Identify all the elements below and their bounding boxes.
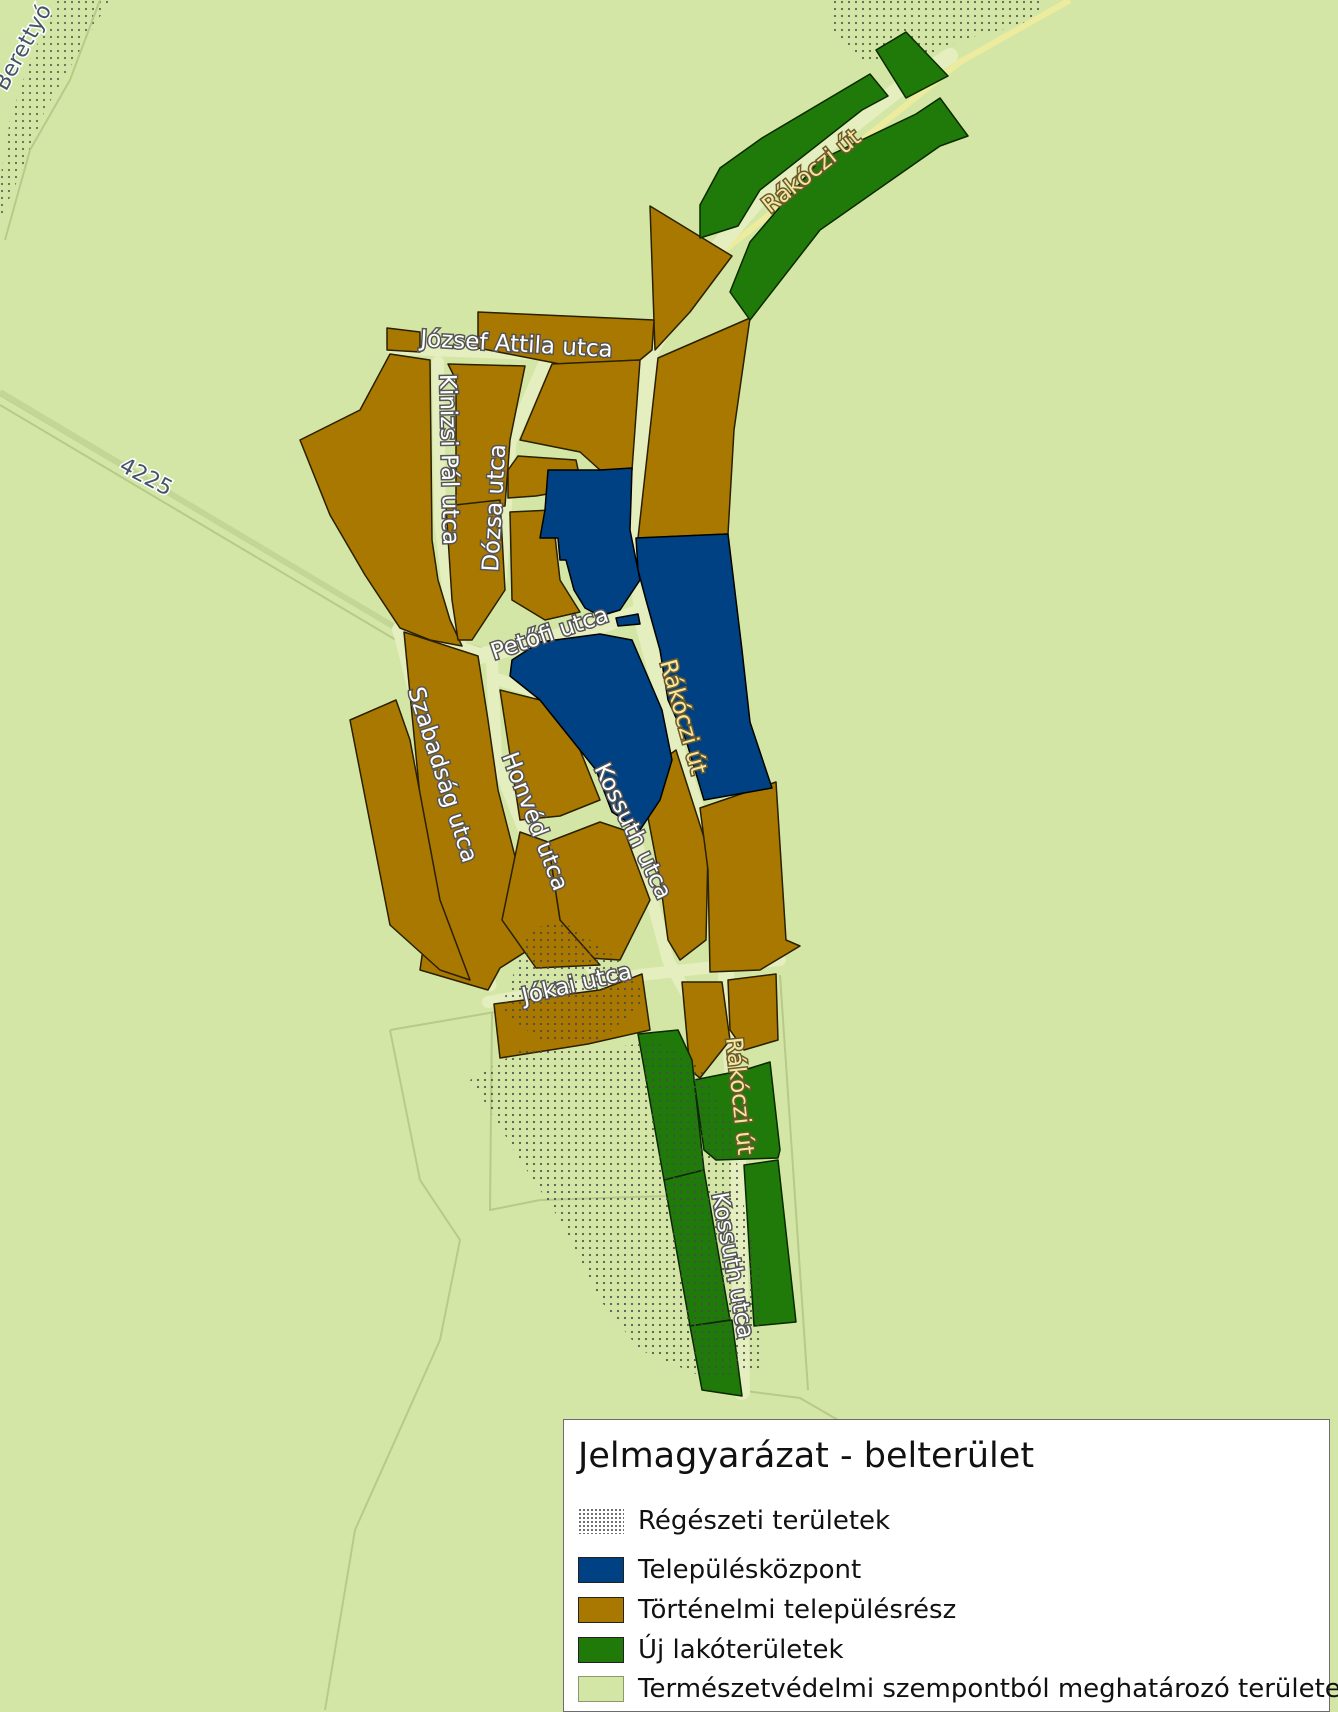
legend-swatch-new-residential [578, 1637, 624, 1663]
map-legend: Jelmagyarázat - belterület Régészeti ter… [563, 1419, 1338, 1712]
town-center-areas [509, 467, 773, 831]
legend-label: Új lakóterületek [638, 1635, 844, 1665]
legend-swatch-nature-protection [578, 1676, 624, 1702]
legend-label: Régészeti területek [638, 1506, 891, 1536]
legend-item-town-center: Településközpont [578, 1555, 861, 1585]
svg-text:Kinizsi Pál utca: Kinizsi Pál utca [434, 374, 464, 546]
street-label-kinizsi: Kinizsi Pál utca [433, 372, 466, 547]
legend-item-archaeological: Régészeti területek [578, 1506, 890, 1536]
river-floodplain-northwest [0, 0, 110, 220]
legend-item-nature-protection: Természetvédelmi szempontból meghatározó… [578, 1674, 1338, 1704]
archaeological-areas [470, 920, 760, 1380]
legend-label: Természetvédelmi szempontból meghatározó… [638, 1674, 1338, 1704]
legend-swatch-town-center [578, 1557, 624, 1583]
legend-swatch-historic [578, 1597, 624, 1623]
historic-district-areas [299, 205, 801, 1079]
legend-label: Településközpont [638, 1555, 862, 1585]
legend-item-new-residential: Új lakóterületek [578, 1635, 844, 1665]
legend-label: Történelmi településrész [638, 1595, 957, 1625]
legend-title: Jelmagyarázat - belterület [578, 1436, 1035, 1476]
legend-swatch-archaeological [578, 1508, 624, 1534]
legend-item-historic: Történelmi településrész [578, 1595, 956, 1625]
